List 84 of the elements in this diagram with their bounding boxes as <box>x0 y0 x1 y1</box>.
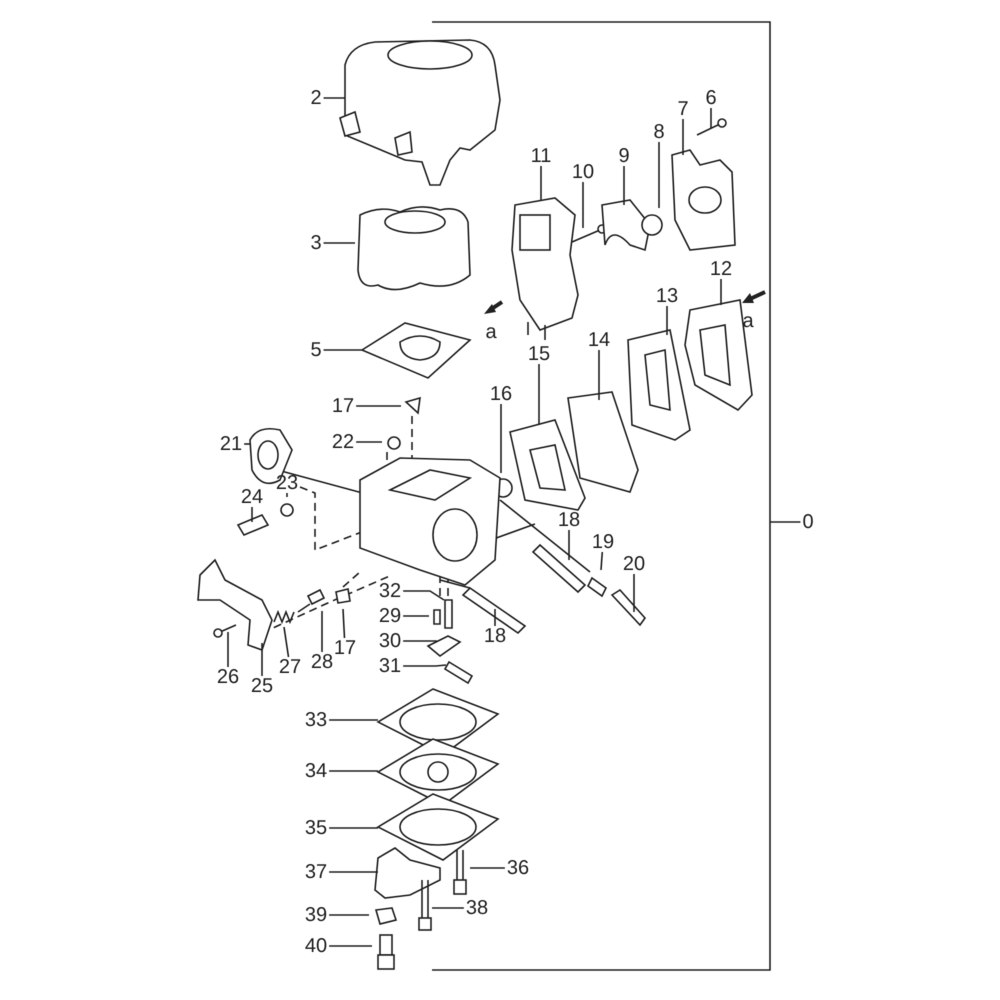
callout-number: 37 <box>304 861 328 883</box>
callout-number: 14 <box>588 329 610 351</box>
callout-number: 25 <box>250 675 274 697</box>
callout-number: 16 <box>490 383 512 405</box>
leader-line <box>623 166 625 205</box>
callout-number: 2 <box>310 87 322 109</box>
leader-line <box>682 119 684 155</box>
leader-line <box>432 907 464 909</box>
leader-line <box>321 611 323 652</box>
leader-line <box>403 664 446 667</box>
callout-number: 22 <box>332 431 354 453</box>
callout-number: 17 <box>332 395 354 417</box>
callout-number: 6 <box>705 87 717 109</box>
leader-line <box>598 350 600 400</box>
callout-number: 28 <box>310 651 334 673</box>
leader-line <box>342 608 346 638</box>
callout-number: 7 <box>677 98 689 120</box>
callout-number: 8 <box>653 121 665 143</box>
leader-line <box>658 142 660 208</box>
callout-number: 23 <box>276 472 298 494</box>
callout-number: 5 <box>310 339 322 361</box>
callout-number: 24 <box>240 486 264 508</box>
leader-line <box>356 441 382 443</box>
view-direction-label: a <box>742 310 754 332</box>
leader-line <box>403 590 444 601</box>
leader-line <box>329 914 369 916</box>
leader-line <box>770 521 800 523</box>
leader-line <box>356 405 401 407</box>
leader-line <box>324 349 362 351</box>
callout-number: 19 <box>592 531 614 553</box>
leader-line <box>470 867 505 869</box>
leader-line <box>324 242 355 244</box>
callout-number: 39 <box>304 904 328 926</box>
callout-number: 10 <box>572 161 594 183</box>
callout-number: 27 <box>278 656 302 678</box>
callout-number: 12 <box>710 258 732 280</box>
leader-line <box>244 443 250 445</box>
callout-number: 35 <box>304 817 328 839</box>
callout-number: 31 <box>378 655 402 677</box>
callout-number: 26 <box>216 666 240 688</box>
leader-line <box>286 493 288 497</box>
callout-number: 33 <box>304 709 328 731</box>
leader-line <box>538 364 540 425</box>
leader-line <box>568 530 570 560</box>
leader-line <box>227 632 229 667</box>
leader-line <box>403 615 429 617</box>
callout-number: 29 <box>378 605 402 627</box>
leader-line <box>720 279 722 305</box>
callout-number: 38 <box>466 897 488 919</box>
callout-number: 36 <box>506 857 530 879</box>
leader-line <box>633 574 635 612</box>
callout-number: 30 <box>378 630 402 652</box>
callout-number: 0 <box>802 511 814 533</box>
leader-line <box>283 626 290 658</box>
view-direction-label: a <box>485 321 497 343</box>
leader-line <box>324 97 345 99</box>
leader-line <box>261 643 263 676</box>
callout-number: 20 <box>622 553 646 575</box>
leader-line <box>329 770 378 772</box>
leader-line <box>329 945 372 947</box>
leader-line <box>582 182 584 228</box>
leader-line <box>329 871 378 873</box>
callout-number: 17 <box>334 637 356 659</box>
leader-line <box>329 827 378 829</box>
callout-number: 18 <box>484 625 506 647</box>
callout-number: 18 <box>558 509 580 531</box>
callout-number: 3 <box>310 232 322 254</box>
callout-number: 9 <box>618 145 630 167</box>
leader-line <box>329 719 378 721</box>
leader-line <box>666 306 668 335</box>
leader-line <box>494 609 496 626</box>
callout-number: 11 <box>530 145 552 167</box>
callout-number: 21 <box>220 433 242 455</box>
callout-number: 32 <box>378 580 402 602</box>
leader-line <box>403 640 437 642</box>
callout-number: 15 <box>528 343 550 365</box>
callout-number: 34 <box>304 760 328 782</box>
leader-line <box>710 108 712 128</box>
leader-line <box>600 552 604 570</box>
callout-number: 40 <box>304 935 328 957</box>
leader-line <box>540 166 542 200</box>
leader-line <box>251 507 253 522</box>
callout-number: 13 <box>656 285 678 307</box>
leader-line <box>500 404 502 473</box>
